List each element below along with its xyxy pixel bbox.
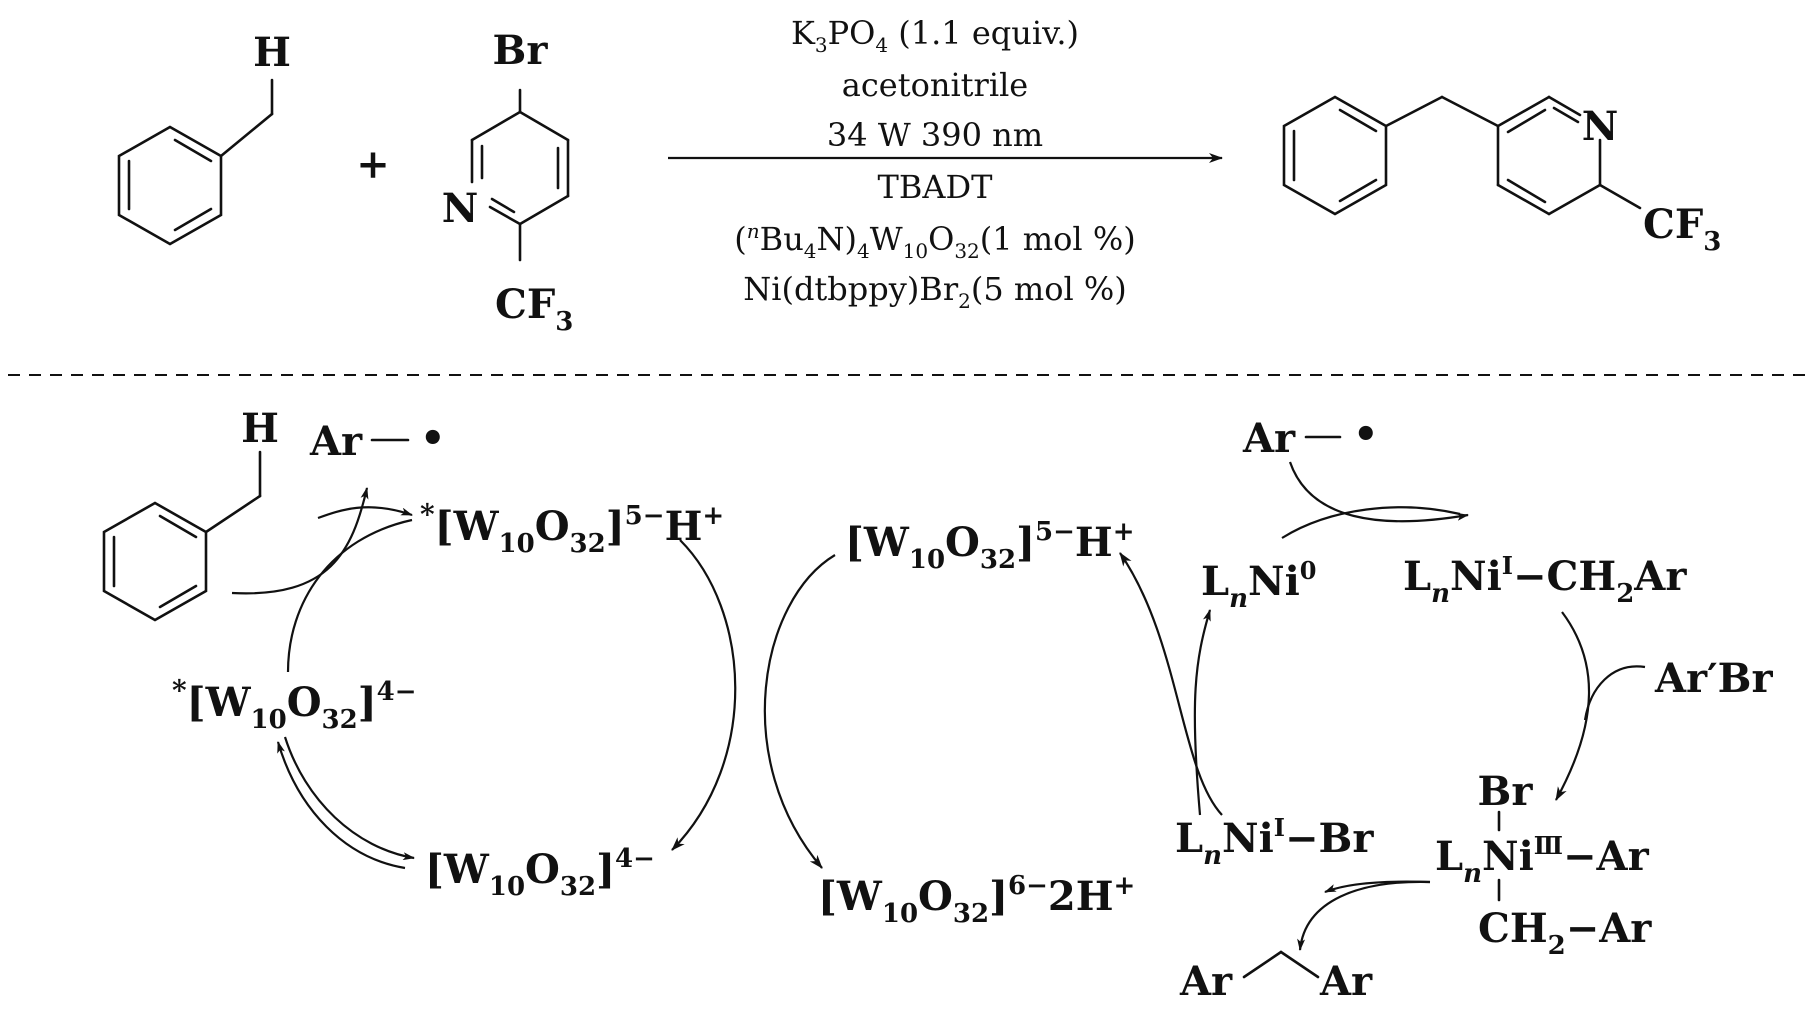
nickel-three-br: Br: [1478, 768, 1534, 815]
diarylmethane-product: Ar Ar: [1179, 950, 1373, 1005]
ni-zero-to-ni-one-arc: [1281, 506, 1461, 539]
nickel-reduction-arrow: [1119, 552, 1223, 816]
light-condition: 34 W 390 nm: [827, 116, 1043, 154]
diaryl-left-ar: Ar: [1179, 958, 1233, 1005]
excited-to-hydrogenated-arrow: [317, 506, 413, 520]
aryl-radical-right: Ar: [1242, 415, 1296, 462]
nickel-three-center: LnNiⅢ−Ar: [1435, 831, 1650, 889]
radical-capture-arrow: [1288, 461, 1469, 523]
aryl-radical-left: Ar: [309, 418, 363, 465]
cf3-group: CF: [495, 281, 555, 328]
mechanism-toluene: H: [102, 405, 279, 622]
tbadt-formula: (nBu4N)4W10O32(1 mol %): [734, 219, 1135, 263]
bromopyridine-structure: Br N CF3: [442, 27, 574, 337]
pyridine-n-atom: N: [442, 185, 479, 232]
diaryl-right-ar: Ar: [1319, 958, 1373, 1005]
left-cycle-upper-arc: [286, 518, 413, 673]
oxidative-addition-arrow: [1555, 611, 1591, 801]
ground-state-tbadt: [W10O32]4−: [425, 844, 655, 902]
nickel-zero-complex: LnNi0: [1201, 556, 1317, 614]
bromine-atom: Br: [493, 27, 549, 74]
ni-one-to-ni-zero-arrow: [1193, 609, 1212, 816]
radical-dot-right: •: [1353, 411, 1379, 458]
excited-hydrogenated-tbadt: *[W10O32]5−H+: [420, 498, 724, 559]
excitation-reverse-arrow: [276, 741, 406, 870]
svg-text:CF3: CF3: [495, 281, 573, 337]
excitation-forward-arrow: [283, 736, 415, 861]
disproportion-arrow: [763, 554, 836, 869]
mechanism-toluene-h: H: [241, 405, 279, 452]
product-cf3-subscript: 3: [1703, 227, 1721, 257]
product-cf3-group: CF: [1643, 201, 1703, 248]
nickel-one-alkyl-complex: LnNiI−CH2Ar: [1403, 551, 1687, 609]
hat-arrow: [231, 487, 369, 595]
reduced-tbadt-h: [W10O32]5−H+: [845, 517, 1135, 575]
radical-dot-left: •: [420, 415, 446, 462]
excited-tbadt: *[W10O32]4−: [172, 674, 417, 735]
toluene-h-atom: H: [253, 29, 291, 76]
doubly-reduced-tbadt: [W10O32]6−2H+: [818, 871, 1135, 929]
reaction-conditions: K3PO4 (1.1 equiv.) acetonitrile 34 W 390…: [734, 14, 1135, 313]
cf3-subscript: 3: [555, 307, 573, 337]
nickel-catalyst-formula: Ni(dtbppy)Br2(5 mol %): [743, 270, 1127, 313]
nickel-one-bromide: LnNiI−Br: [1175, 813, 1374, 871]
solvent-condition: acetonitrile: [842, 66, 1028, 104]
svg-text:CF3: CF3: [1643, 201, 1721, 257]
catalyst-name: TBADT: [878, 168, 994, 206]
reduction-arrow-left: [671, 539, 737, 851]
reductive-elimination-arrow: [1324, 880, 1431, 894]
toluene-structure: H: [117, 29, 291, 246]
aryl-bromide-feed-arrow: [1583, 665, 1646, 721]
plus-sign: +: [356, 141, 390, 188]
base-condition: K3PO4 (1.1 equiv.): [791, 14, 1079, 57]
product-structure: N CF3: [1282, 95, 1721, 257]
product-n-atom: N: [1582, 103, 1619, 150]
nickel-three-complex: Br LnNiⅢ−Ar CH2−Ar: [1435, 768, 1652, 961]
product-release-arrow: [1297, 880, 1431, 951]
nickel-three-benzyl: CH2−Ar: [1478, 905, 1652, 961]
aryl-bromide-reagent: Ar′Br: [1654, 655, 1773, 702]
